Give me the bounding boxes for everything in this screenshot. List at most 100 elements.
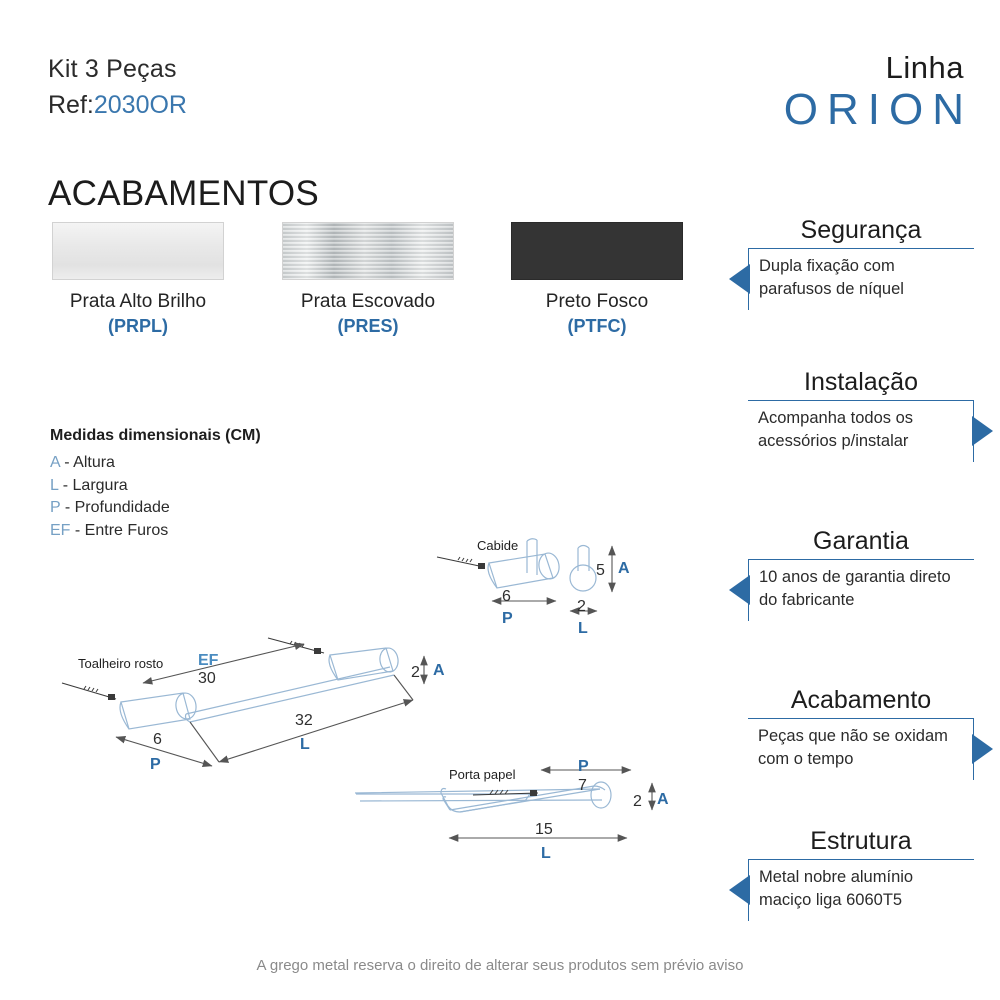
dim-value-width-hook: 2: [577, 598, 586, 615]
dim-value-depth-towel-bar: 6: [153, 731, 162, 748]
brand-line-label: Linha: [885, 50, 964, 85]
legend-label: Profundidade: [74, 499, 170, 517]
finish-swatch-polished-silver: [52, 222, 224, 280]
towel-bar-drawing: [119, 647, 399, 730]
dim-key-depth-towel-bar: P: [150, 756, 161, 773]
technical-drawings-svg: [61, 538, 656, 842]
feature-body: Acompanha todos os acessórios p/instalar: [748, 399, 993, 462]
feature-acabamento: Acabamento Peças que não se oxidam com o…: [748, 686, 993, 780]
feature-garantia: Garantia 10 anos de garantia direto do f…: [729, 527, 974, 621]
feature-text: Peças que não se oxidam com o tempo: [758, 726, 948, 769]
legend-item-profundidade: P - Profundidade: [50, 497, 261, 520]
feature-title: Garantia: [813, 527, 909, 555]
feature-body: 10 anos de garantia direto do fabricante: [729, 558, 974, 621]
legend-key: EF: [50, 522, 71, 540]
feature-body: Dupla fixação com parafusos de níquel: [729, 247, 974, 310]
reference-value: 2030OR: [93, 91, 187, 120]
finish-code: (PRPL): [108, 316, 168, 336]
feature-text: Metal nobre alumínio maciço liga 6060T5: [759, 867, 914, 910]
dim-key-height-hook: A: [618, 560, 630, 577]
finish-code: (PRES): [337, 316, 399, 336]
dim-value-height-paper-holder: 2: [633, 793, 642, 810]
dim-value-length-towel-bar: 32: [295, 712, 313, 729]
legend-separator: -: [70, 522, 85, 540]
dim-key-length-paper-holder: L: [541, 845, 551, 862]
finish-name: Prata Escovado: [300, 291, 436, 312]
finish-swatch-brushed-silver: [282, 222, 454, 280]
legend-item-altura: A - Altura: [50, 452, 261, 475]
drawing-label-hook: Cabide: [477, 538, 519, 553]
dim-value-height-hook: 5: [596, 562, 605, 579]
feature-text: Acompanha todos os acessórios p/instalar: [758, 408, 914, 451]
finish-name: Prata Alto Brilho: [69, 291, 207, 312]
pointer-left-icon: [729, 575, 750, 606]
footer-disclaimer: A grego metal reserva o direito de alter…: [256, 957, 744, 974]
pointer-right-icon: [972, 416, 993, 447]
drawing-label-towel-bar: Toalheiro rosto: [78, 656, 164, 671]
pointer-left-icon: [729, 264, 750, 295]
measurements-legend-title: Medidas dimensionais (CM): [50, 427, 261, 444]
dim-key-depth-hook: P: [502, 610, 513, 627]
feature-title: Estrutura: [810, 827, 912, 855]
header-title-block: Kit 3 Peças Ref:2030OR: [48, 54, 187, 122]
brand-logo: Linha ORION: [784, 52, 964, 133]
reference-label: Ref:: [48, 91, 94, 120]
measurements-legend: Medidas dimensionais (CM) A - Altura L -…: [50, 427, 261, 543]
finishes-heading: ACABAMENTOS: [48, 174, 320, 213]
legend-key: A: [50, 454, 60, 471]
dim-value-ef-towel-bar: 30: [198, 670, 216, 687]
hook-drawing: [487, 538, 560, 589]
feature-text: 10 anos de garantia direto do fabricante: [759, 567, 951, 610]
paper-holder-screw-icon: [472, 789, 539, 796]
dim-key-ef-towel-bar: EF: [198, 652, 219, 669]
legend-separator: -: [58, 476, 73, 494]
legend-label: Entre Furos: [84, 522, 169, 540]
finish-swatch-matte-black: [511, 222, 683, 280]
finish-option-ptfc: Preto Fosco (PTFC): [511, 222, 683, 337]
legend-separator: -: [59, 454, 74, 471]
dim-value-height-towel-bar: 2: [411, 664, 420, 681]
dim-value-depth-paper-holder: 7: [578, 777, 587, 794]
feature-seguranca: Segurança Dupla fixação com parafusos de…: [729, 216, 974, 310]
legend-key: L: [50, 476, 59, 494]
hook-dimension-lines: [491, 545, 616, 615]
brand-name: ORION: [783, 85, 973, 134]
hook-screw-icon: [436, 556, 485, 569]
finish-code: (PTFC): [567, 316, 627, 336]
feature-instalacao: Instalação Acompanha todos os acessórios…: [748, 368, 993, 462]
feature-text: Dupla fixação com parafusos de níquel: [759, 256, 904, 299]
legend-label: Altura: [73, 454, 115, 471]
legend-item-largura: L - Largura: [50, 475, 261, 498]
dim-key-width-hook: L: [578, 620, 588, 637]
legend-item-entre-furos: EF - Entre Furos: [50, 520, 261, 543]
hook-front-view: [569, 544, 597, 592]
dim-key-height-paper-holder: A: [657, 791, 669, 808]
towel-bar-screw-icon-front: [61, 682, 117, 700]
technical-drawings: Toalheiro rosto Cabide Porta papel EF 30…: [61, 538, 669, 862]
finish-option-prpl: Prata Alto Brilho (PRPL): [52, 222, 224, 337]
dim-key-length-towel-bar: L: [300, 736, 310, 753]
finish-name: Preto Fosco: [545, 291, 649, 312]
dim-value-length-paper-holder: 15: [535, 821, 553, 838]
legend-key: P: [50, 499, 61, 517]
feature-estrutura: Estrutura Metal nobre alumínio maciço li…: [729, 827, 974, 921]
feature-title: Segurança: [800, 216, 922, 244]
feature-title: Acabamento: [790, 686, 932, 714]
legend-separator: -: [60, 499, 75, 517]
dim-key-depth-paper-holder: P: [578, 758, 589, 775]
paper-holder-dimension-lines: [448, 766, 656, 842]
finish-option-pres: Prata Escovado (PRES): [282, 222, 454, 337]
legend-label: Largura: [72, 476, 128, 494]
reference-line: Ref:2030OR: [48, 89, 187, 122]
feature-body: Peças que não se oxidam com o tempo: [748, 717, 993, 780]
pointer-left-icon: [729, 875, 750, 906]
towel-bar-dimension-lines: [115, 642, 428, 767]
pointer-right-icon: [972, 734, 993, 765]
dim-value-depth-hook: 6: [502, 588, 511, 605]
feature-title: Instalação: [804, 368, 918, 396]
paper-holder-drawing: [354, 781, 612, 813]
dim-key-height-towel-bar: A: [433, 662, 445, 679]
feature-body: Metal nobre alumínio maciço liga 6060T5: [729, 858, 974, 921]
drawing-label-paper-holder: Porta papel: [449, 767, 516, 782]
